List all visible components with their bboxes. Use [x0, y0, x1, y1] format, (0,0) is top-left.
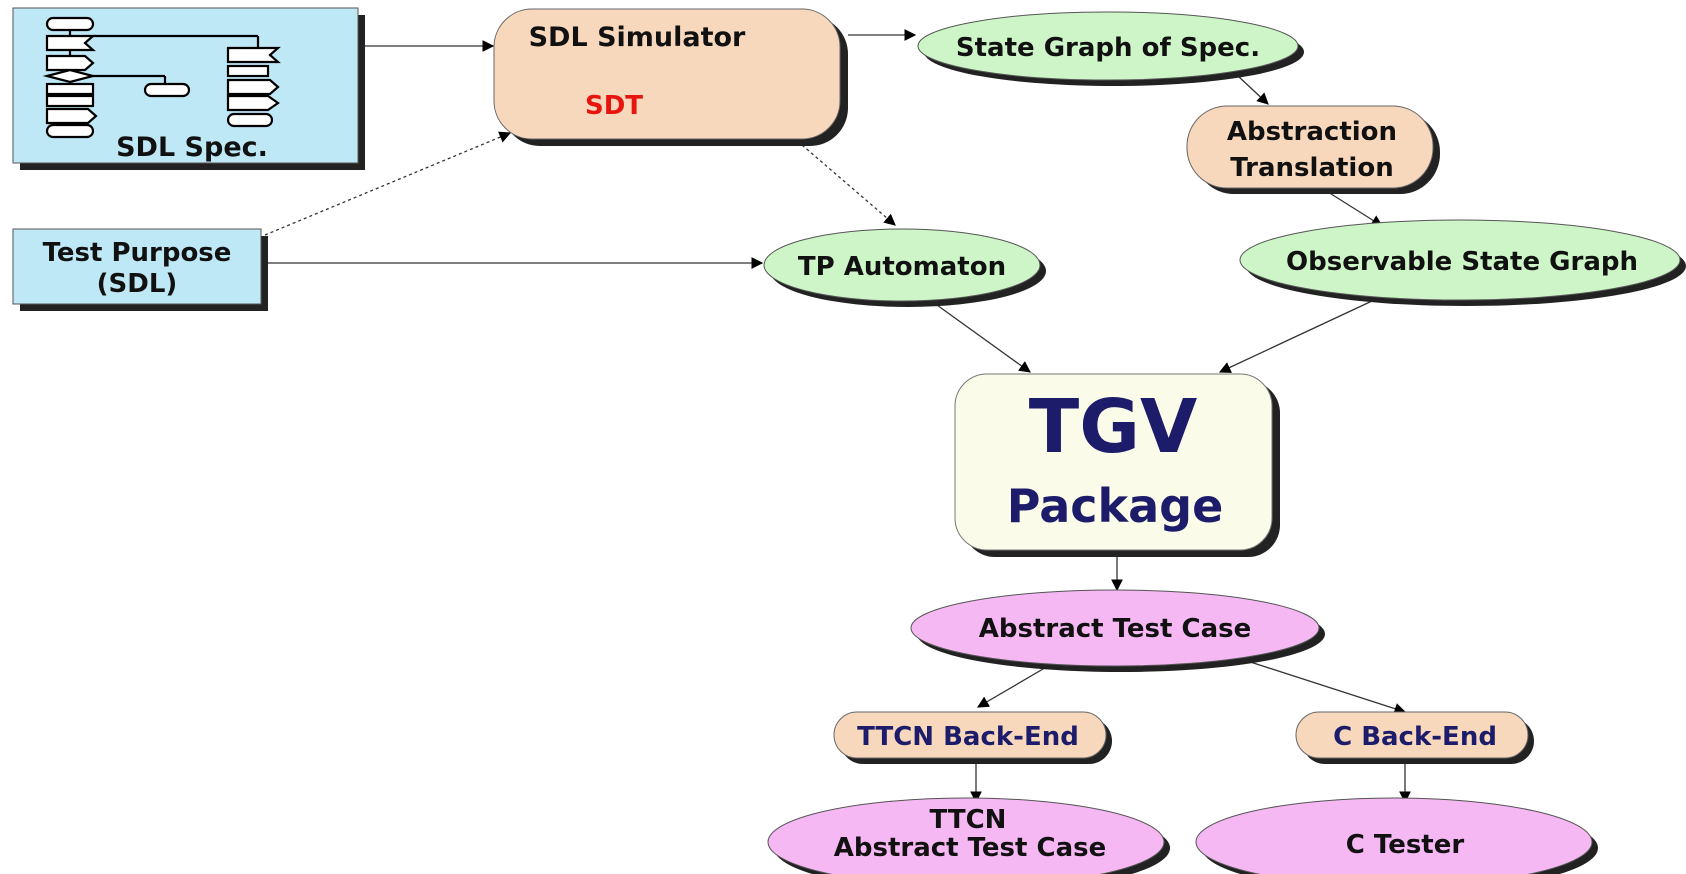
tgv-node: TGV Package [954, 373, 1280, 557]
c-tester-node: C Tester [1195, 797, 1598, 874]
ttcn-atc-line1: TTCN [930, 805, 1007, 835]
edge-observable-tgv [1218, 300, 1373, 373]
observable-node: Observable State Graph [1239, 219, 1686, 306]
sdl-spec-label: SDL Spec. [116, 132, 268, 163]
state-graph-node: State Graph of Spec. [917, 11, 1304, 86]
abstraction-line1: Abstraction [1227, 117, 1397, 147]
abstraction-node: Abstraction Translation [1186, 105, 1440, 194]
sdl-simulator-node: SDL Simulator SDT [493, 8, 848, 146]
observable-label: Observable State Graph [1286, 247, 1638, 277]
abstract-test-case-node: Abstract Test Case [910, 589, 1325, 672]
edge-testpurpose-simulator [264, 131, 512, 236]
test-purpose-line1: Test Purpose [43, 238, 232, 268]
c-backend-node: C Back-End [1295, 711, 1534, 764]
test-purpose-node: Test Purpose (SDL) [12, 228, 268, 311]
edge-simulator-tpautomaton [801, 144, 896, 226]
edges [264, 29, 1411, 804]
ttcn-backend-label: TTCN Back-End [857, 722, 1079, 752]
tp-automaton-label: TP Automaton [798, 252, 1006, 282]
edge-atc-ttcnbackend [976, 661, 1056, 708]
test-purpose-line2: (SDL) [97, 269, 178, 299]
ttcn-atc-line2: Abstract Test Case [834, 833, 1107, 863]
c-backend-label: C Back-End [1333, 722, 1497, 752]
abstraction-line2: Translation [1230, 153, 1393, 183]
tgv-package-label: Package [1007, 479, 1224, 533]
sdl-simulator-label: SDL Simulator [529, 22, 746, 53]
tp-automaton-node: TP Automaton [763, 228, 1046, 307]
edge-tpautomaton-tgv [929, 299, 1031, 373]
ttcn-backend-node: TTCN Back-End [833, 711, 1112, 764]
edge-atc-cbackend [1237, 657, 1407, 715]
abstract-test-case-label: Abstract Test Case [979, 614, 1252, 644]
sdt-label: SDT [585, 91, 643, 121]
edge-stategraph-abstraction [1237, 75, 1269, 105]
sdl-flowchart-icon [42, 16, 281, 139]
ttcn-atc-node: TTCN Abstract Test Case [767, 797, 1170, 874]
state-graph-label: State Graph of Spec. [956, 33, 1260, 63]
sdl-spec-node: SDL Spec. [12, 7, 365, 170]
c-tester-label: C Tester [1346, 830, 1465, 860]
tgv-title: TGV [1029, 384, 1198, 470]
edge-abstraction-observable [1327, 191, 1383, 227]
